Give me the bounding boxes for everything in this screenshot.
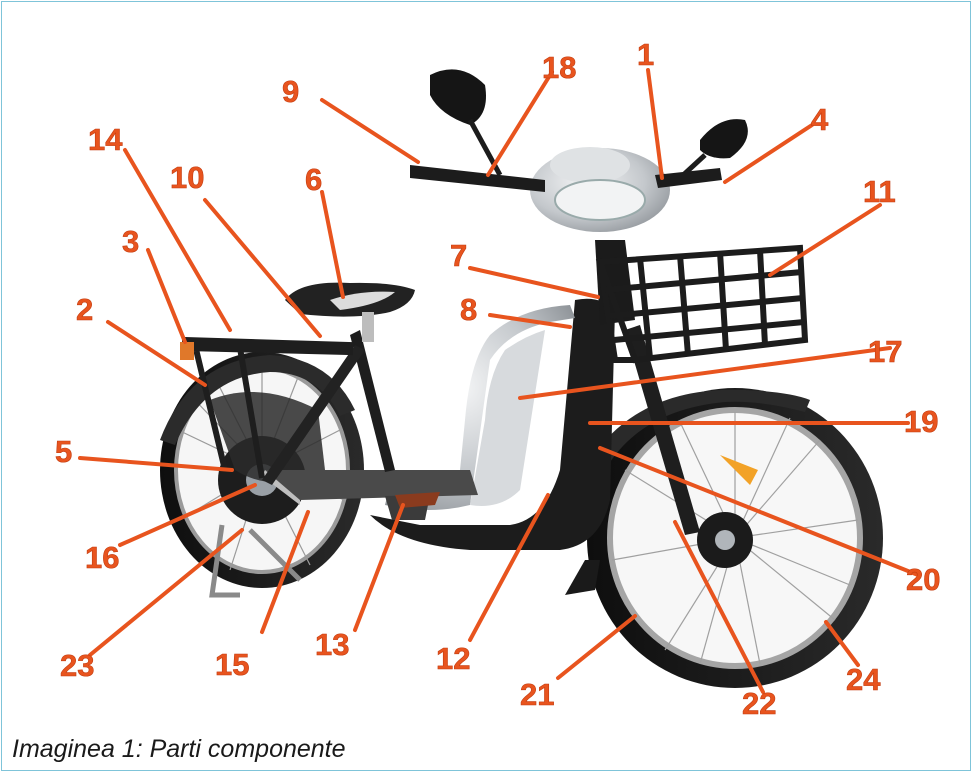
scooter-body-black bbox=[370, 298, 615, 550]
callout-17: 17 bbox=[868, 334, 902, 369]
callout-3: 3 bbox=[122, 224, 139, 259]
mirror-left bbox=[430, 69, 486, 125]
callout-18: 18 bbox=[542, 50, 576, 85]
callout-10: 10 bbox=[170, 160, 204, 195]
callout-16: 16 bbox=[85, 540, 119, 575]
callout-7: 7 bbox=[450, 238, 467, 273]
callout-24: 24 bbox=[846, 662, 881, 697]
callout-4: 4 bbox=[811, 102, 829, 137]
callout-labels: 1 2 3 4 5 6 7 8 9 10 11 12 13 14 15 16 1… bbox=[55, 37, 941, 720]
callout-11: 11 bbox=[863, 174, 896, 209]
callout-12: 12 bbox=[436, 641, 470, 676]
rear-reflector bbox=[180, 342, 194, 360]
pedal bbox=[395, 492, 440, 508]
callout-5: 5 bbox=[55, 434, 72, 469]
dashboard bbox=[550, 147, 630, 183]
front-reflector bbox=[720, 455, 758, 485]
callout-8: 8 bbox=[460, 292, 477, 327]
figure-caption: Imaginea 1: Parti componente bbox=[12, 735, 346, 763]
front-mudflap bbox=[565, 560, 600, 595]
footboard bbox=[265, 470, 478, 500]
chain-guard bbox=[210, 392, 325, 483]
callout-13: 13 bbox=[315, 627, 349, 662]
callout-20: 20 bbox=[906, 562, 940, 597]
callout-23: 23 bbox=[60, 648, 94, 683]
side-panel-silver bbox=[470, 330, 545, 506]
leader-lines bbox=[78, 68, 920, 694]
scooter-body-silver bbox=[385, 305, 575, 510]
callout-14: 14 bbox=[88, 122, 123, 157]
front-fender bbox=[590, 389, 810, 470]
mirror-right-arm bbox=[678, 153, 707, 180]
seat-stripe bbox=[330, 291, 395, 310]
callout-9: 9 bbox=[282, 74, 299, 109]
callout-19: 19 bbox=[904, 404, 938, 439]
handlebar-left bbox=[410, 165, 545, 192]
rear-frame-tube bbox=[350, 330, 395, 472]
rear-stay bbox=[262, 345, 365, 485]
callout-22: 22 bbox=[742, 686, 776, 720]
scooter-illustration: 1 2 3 4 5 6 7 8 9 10 11 12 13 14 15 16 1… bbox=[55, 37, 941, 720]
rear-fender bbox=[160, 355, 355, 445]
callout-6: 6 bbox=[305, 162, 322, 197]
mirror-right bbox=[700, 119, 748, 159]
headlight bbox=[554, 179, 646, 221]
callout-1: 1 bbox=[637, 37, 654, 72]
seat-post bbox=[362, 312, 374, 342]
callout-15: 15 bbox=[215, 647, 249, 682]
callout-21: 21 bbox=[520, 677, 554, 712]
callout-2: 2 bbox=[76, 292, 93, 327]
handlebar-right bbox=[655, 168, 722, 188]
mirror-left-arm bbox=[467, 118, 503, 177]
